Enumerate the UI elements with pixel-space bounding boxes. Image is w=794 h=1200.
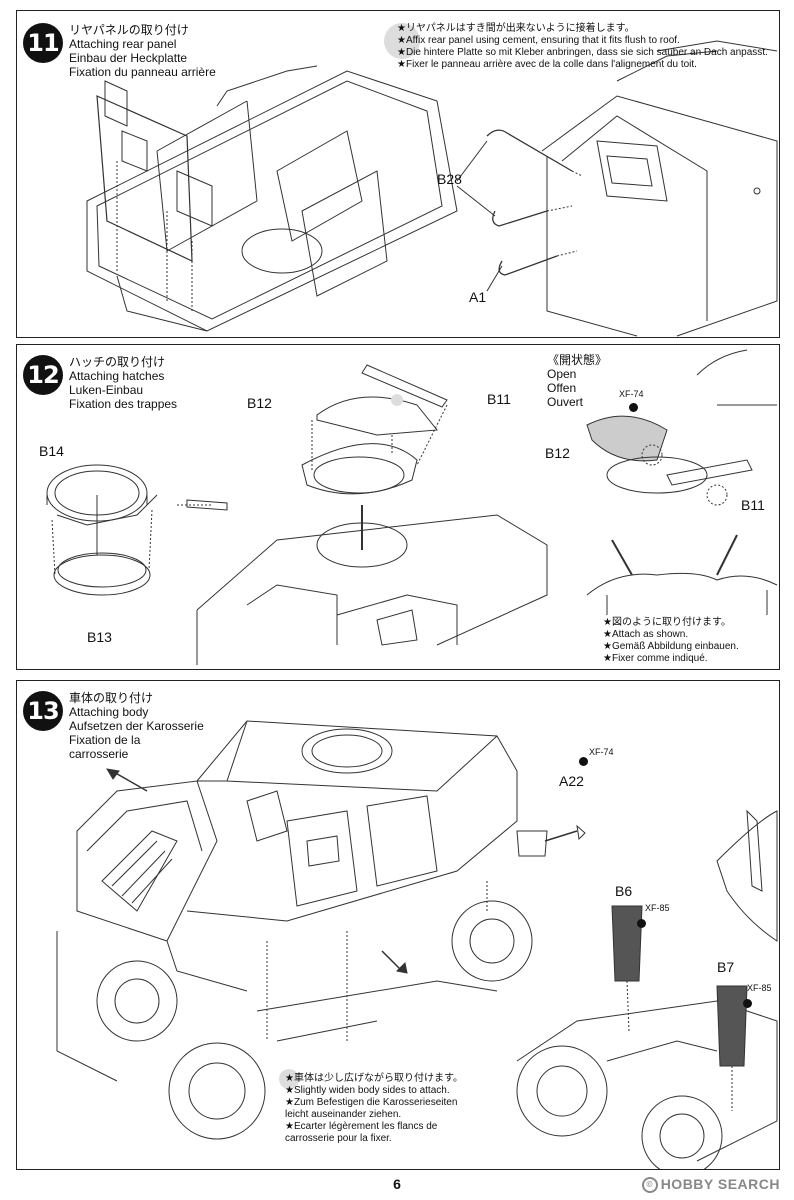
title-fr: Fixation du panneau arrière	[69, 65, 216, 79]
paint-code-xf74: XF-74	[589, 747, 614, 757]
part-label-a22: A22	[559, 773, 584, 789]
part-label-b11-open: B11	[741, 497, 765, 513]
step-title: リヤパネルの取り付け Attaching rear panel Einbau d…	[69, 23, 216, 79]
note-de-2: leicht auseinander ziehen.	[285, 1109, 402, 1120]
step-13-panel: 13 車体の取り付け Attaching body Aufsetzen der …	[16, 680, 780, 1170]
title-de: Luken-Einbau	[69, 383, 144, 397]
part-label-a1: A1	[469, 289, 487, 305]
title-de: Aufsetzen der Karosserie	[69, 719, 204, 733]
step-11-panel: 11 リヤパネルの取り付け Attaching rear panel Einba…	[16, 10, 780, 338]
open-state-title: 《開状態》 Open Offen Ouvert	[547, 353, 607, 409]
title-ja: 車体の取り付け	[69, 691, 154, 705]
title-en: Attaching body	[69, 705, 149, 719]
note-ja: ★車体は少し広げながら取り付けます。	[285, 1073, 463, 1084]
note-de: ★Gemäß Abbildung einbauen.	[603, 641, 739, 652]
open-de: Offen	[547, 381, 577, 395]
step-number: 11	[23, 23, 63, 63]
open-ja: 《開状態》	[547, 353, 608, 367]
open-fr: Ouvert	[547, 395, 584, 409]
step-notes: ★図のように取り付けます。 ★Attach as shown. ★Gemäß A…	[603, 617, 739, 665]
note-de: ★Die hintere Platte so mit Kleber anbrin…	[397, 47, 768, 58]
title-en: Attaching hatches	[69, 369, 165, 383]
step-notes: ★車体は少し広げながら取り付けます。 ★Slightly widen body …	[285, 1073, 463, 1145]
title-en: Attaching rear panel	[69, 37, 177, 51]
step-12-illustration	[46, 349, 778, 665]
note-fr: ★Fixer comme indiqué.	[603, 653, 708, 664]
part-label-b12-open: B12	[545, 445, 570, 461]
step-number: 12	[23, 355, 63, 395]
title-ja: ハッチの取り付け	[69, 355, 166, 369]
paint-code-xf85-b7: XF-85	[747, 983, 772, 993]
step-number: 13	[23, 691, 63, 731]
paint-code-xf85-b6: XF-85	[645, 903, 670, 913]
note-de-1: ★Zum Befestigen die Karosserieseiten	[285, 1097, 458, 1108]
title-fr: Fixation des trappes	[69, 397, 178, 411]
note-en: ★Slightly widen body sides to attach.	[285, 1085, 450, 1096]
note-en: ★Affix rear panel using cement, ensuring…	[397, 35, 680, 46]
copyright-icon: ©	[641, 1177, 658, 1194]
page-number: 6	[393, 1176, 401, 1192]
open-en: Open	[547, 367, 577, 381]
paint-dot-icon	[637, 919, 646, 928]
note-ja: ★図のように取り付けます。	[603, 617, 731, 628]
part-label-b13: B13	[87, 629, 112, 645]
step-notes: ★リヤパネルはすき間が出来ないように接着します。 ★Affix rear pan…	[397, 23, 768, 71]
title-de: Einbau der Heckplatte	[69, 51, 188, 65]
part-label-b14: B14	[39, 443, 64, 459]
watermark: ©HOBBY SEARCH	[641, 1176, 780, 1194]
note-fr-2: carrosserie pour la fixer.	[285, 1133, 392, 1144]
step-13-illustration	[56, 720, 778, 1169]
paint-dot-icon	[579, 757, 588, 766]
step-title: 車体の取り付け Attaching body Aufsetzen der Kar…	[69, 691, 204, 761]
title-fr-2: carrosserie	[69, 747, 129, 761]
part-label-b11: B11	[487, 391, 511, 407]
step-title: ハッチの取り付け Attaching hatches Luken-Einbau …	[69, 355, 177, 411]
part-label-b28: B28	[437, 171, 462, 187]
note-fr: ★Fixer le panneau arrière avec de la col…	[397, 59, 697, 70]
title-ja: リヤパネルの取り付け	[69, 23, 189, 37]
note-ja: ★リヤパネルはすき間が出来ないように接着します。	[397, 23, 635, 34]
part-label-b7: B7	[717, 959, 735, 975]
paint-dot-icon	[629, 403, 638, 412]
step-12-panel: 12 ハッチの取り付け Attaching hatches Luken-Einb…	[16, 344, 780, 670]
note-en: ★Attach as shown.	[603, 629, 689, 640]
watermark-text: HOBBY SEARCH	[660, 1176, 780, 1192]
paint-code-xf74: XF-74	[619, 389, 644, 399]
title-fr-1: Fixation de la	[69, 733, 141, 747]
step-11-illustration	[86, 23, 778, 337]
part-label-b12: B12	[247, 395, 272, 411]
part-label-b6: B6	[615, 883, 633, 899]
note-fr-1: ★Ecarter légèrement les flancs de	[285, 1121, 438, 1132]
paint-dot-icon	[743, 999, 752, 1008]
